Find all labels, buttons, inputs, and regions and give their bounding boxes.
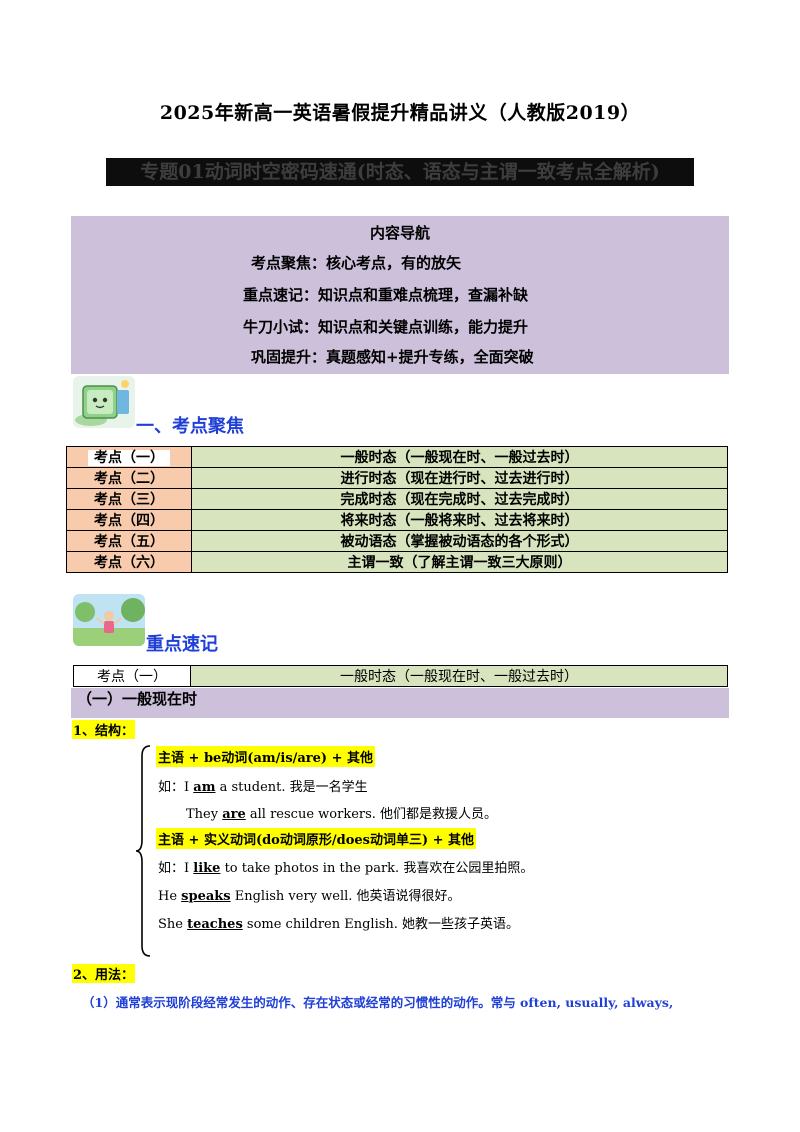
book-character-illustration [73, 376, 135, 428]
content-navigation: 内容导航 考点聚焦：核心考点，有的放矢 重点速记：知识点和重难点梳理，查漏补缺 … [71, 216, 729, 374]
point-value: 主谓一致（了解主谓一致三大原则） [191, 551, 728, 573]
structure-label: 1、结构： [72, 720, 136, 739]
structure-rule-be: 主语 + be动词(am/is/are) + 其他 [156, 746, 376, 767]
brace-icon [136, 745, 151, 957]
point-key: 考点（二） [66, 467, 192, 489]
sub-heading-bar: （一）一般现在时 [71, 688, 729, 718]
nav-item-practice: 牛刀小试：知识点和关键点训练，能力提升 [243, 318, 529, 336]
section-heading-focus: 一、考点聚焦 [136, 416, 244, 437]
table-row: 考点（六） 主谓一致（了解主谓一致三大原则） [66, 551, 728, 573]
table-row: 考点（五） 被动语态（掌握被动语态的各个形式） [66, 530, 728, 552]
point-value: 进行时态（现在进行时、过去进行时） [191, 467, 728, 489]
point-value: 完成时态（现在完成时、过去完成时） [191, 488, 728, 510]
point-key: 考点（三） [66, 488, 192, 510]
example-line-5: She teaches some children English. 她教一些孩… [158, 917, 520, 932]
topic-banner: 专题01动词时空密码速通(时态、语态与主谓一致考点全解析) [106, 158, 694, 186]
notes-point-table: 考点（一） 一般时态（一般现在时、一般过去时） [73, 665, 728, 687]
example-line-2: They are all rescue workers. 他们都是救援人员。 [186, 807, 498, 822]
example-line-4: He speaks English very well. 他英语说得很好。 [158, 889, 461, 904]
table-row: 考点（一） 一般时态（一般现在时、一般过去时） [73, 665, 728, 687]
nav-item-notes: 重点速记：知识点和重难点梳理，查漏补缺 [243, 286, 529, 304]
structure-rule-verb: 主语 + 实义动词(do动词原形/does动词单三) + 其他 [156, 828, 477, 849]
table-row: 考点（四） 将来时态（一般将来时、过去将来时） [66, 509, 728, 531]
child-park-illustration [73, 594, 145, 646]
table-row: 考点（三） 完成时态（现在完成时、过去完成时） [66, 488, 728, 510]
page-title: 2025年新高一英语暑假提升精品讲义（人教版2019） [159, 102, 641, 124]
nav-item-consolidate: 巩固提升：真题感知+提升专练，全面突破 [251, 348, 534, 366]
point-key: 考点（一） [66, 446, 192, 468]
example-line-3: 如：I like to take photos in the park. 我喜欢… [158, 861, 534, 876]
table-row: 考点（二） 进行时态（现在进行时、过去进行时） [66, 467, 728, 489]
point-key: 考点（一） [73, 665, 191, 687]
nav-item-focus: 考点聚焦：核心考点，有的放矢 [251, 254, 462, 272]
focus-points-table: 考点（一） 一般时态（一般现在时、一般过去时） 考点（二） 进行时态（现在进行时… [66, 446, 728, 573]
table-row: 考点（一） 一般时态（一般现在时、一般过去时） [66, 446, 728, 468]
usage-label: 2、用法： [72, 964, 136, 983]
usage-text: （1）通常表示现阶段经常发生的动作、存在状态或经常的习惯性的动作。常与 ofte… [82, 995, 674, 1010]
point-key: 考点（四） [66, 509, 192, 531]
section-heading-notes: 重点速记 [146, 634, 218, 655]
point-value: 一般时态（一般现在时、一般过去时） [190, 665, 728, 687]
example-line-1: 如：I am a student. 我是一名学生 [158, 780, 368, 795]
point-key: 考点（五） [66, 530, 192, 552]
sub-heading: （一）一般现在时 [77, 690, 198, 708]
point-value: 一般时态（一般现在时、一般过去时） [191, 446, 728, 468]
point-key: 考点（六） [66, 551, 192, 573]
nav-title: 内容导航 [369, 224, 430, 242]
point-value: 被动语态（掌握被动语态的各个形式） [191, 530, 728, 552]
point-value: 将来时态（一般将来时、过去将来时） [191, 509, 728, 531]
